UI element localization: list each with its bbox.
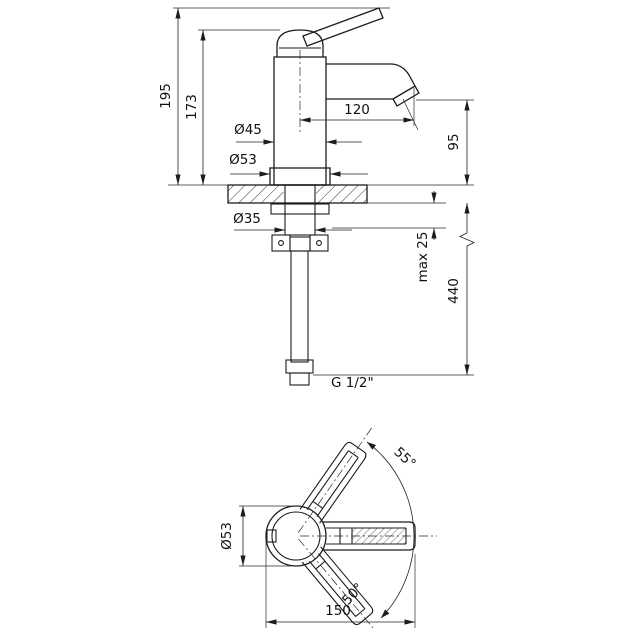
break-symbol — [459, 232, 475, 247]
arc-arrow-down — [381, 609, 390, 618]
dim-label-body-diameter: Ø45 — [234, 122, 262, 138]
dim-label-angle-up: 55° — [391, 444, 419, 472]
aerator-axis — [402, 98, 419, 131]
hose-connector — [289, 236, 311, 252]
dim-label-cartridge-height: 173 — [184, 94, 200, 120]
body-detail — [266, 529, 277, 543]
countertop-hatch-left — [228, 185, 284, 203]
dim-label-hose-length: 440 — [446, 278, 462, 304]
dim-label-shank-diameter: Ø35 — [233, 211, 261, 227]
dim-label-thread-size: G 1/2" — [331, 375, 374, 391]
base-ring — [269, 167, 331, 186]
faucet-side-view — [227, 7, 420, 386]
countertop — [227, 184, 368, 204]
dim-label-max-deck-thickness: max 25 — [415, 232, 431, 283]
arc-arrow-up — [367, 442, 376, 450]
dim-label-total-height: 195 — [158, 83, 174, 109]
lever-handle — [302, 7, 384, 47]
faucet-top-view — [265, 426, 437, 630]
swing-arc — [366, 441, 415, 619]
dim-label-topview-diameter: Ø53 — [219, 522, 235, 550]
cartridge-cap — [276, 29, 324, 57]
body-outline-circle — [265, 505, 327, 567]
dim-label-spout-reach: 120 — [344, 102, 370, 118]
handle-position-up — [298, 426, 374, 533]
hose-end-fitting — [285, 359, 314, 386]
flex-hose — [290, 250, 309, 363]
mounting-nut — [270, 203, 330, 215]
handle-position-neutral — [300, 521, 437, 551]
threaded-shank — [284, 184, 316, 236]
dim-label-overall-length: 150 — [325, 603, 351, 619]
countertop-hatch-right — [316, 185, 367, 203]
bracket-screw-left — [278, 240, 284, 246]
mounting-bracket — [271, 234, 329, 252]
aerator — [392, 85, 420, 107]
body-inner-circle — [271, 511, 321, 561]
bracket-screw-right — [316, 240, 322, 246]
dim-label-spout-height: 95 — [446, 133, 462, 150]
dim-label-base-diameter: Ø53 — [229, 152, 257, 168]
side-view-dimensions: 195 173 Ø45 Ø53 120 95 Ø35 max 25 440 G … — [158, 7, 475, 391]
handle-hatch — [352, 528, 406, 544]
spout — [326, 63, 416, 100]
